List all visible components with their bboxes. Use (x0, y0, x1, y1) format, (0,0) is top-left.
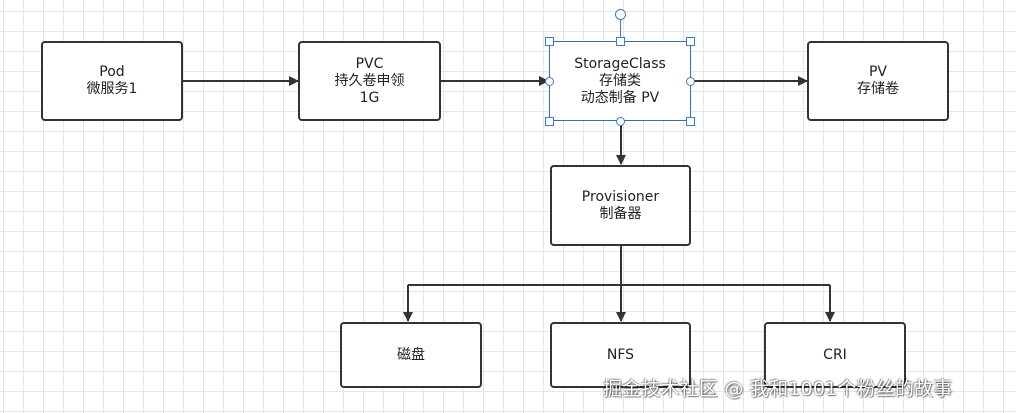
resize-handle-bottom-right[interactable] (686, 117, 695, 126)
node-pod[interactable]: Pod 微服务1 (41, 41, 183, 121)
node-storageclass-line-3: 动态制备 PV (580, 89, 660, 106)
node-provisioner[interactable]: Provisioner 制备器 (550, 165, 691, 246)
watermark-text: 掘金技术社区 @ 我和1001个粉丝的故事 (603, 378, 953, 400)
node-provisioner-line-1: Provisioner (581, 188, 660, 205)
node-pvc[interactable]: PVC 持久卷申领 1G (298, 41, 441, 121)
node-storageclass-line-1: StorageClass (574, 55, 666, 72)
node-storageclass-line-2: 存储类 (599, 72, 641, 89)
resize-handle-top-left[interactable] (545, 37, 554, 46)
node-pvc-line-1: PVC (355, 55, 384, 72)
connect-handle-right[interactable] (686, 77, 695, 86)
connect-handle-bottom[interactable] (616, 117, 625, 126)
node-storageclass[interactable]: StorageClass 存储类 动态制备 PV (549, 41, 691, 121)
rotation-handle[interactable] (615, 9, 626, 20)
node-cri-line-1: CRI (823, 346, 847, 363)
node-nfs[interactable]: NFS (550, 322, 691, 388)
node-disk-line-1: 磁盘 (397, 346, 425, 363)
node-pv[interactable]: PV 存储卷 (807, 41, 949, 121)
resize-handle-top-right[interactable] (686, 37, 695, 46)
node-pv-line-2: 存储卷 (857, 81, 899, 97)
node-disk[interactable]: 磁盘 (340, 322, 482, 388)
node-pvc-line-3: 1G (359, 89, 380, 106)
resize-handle-bottom-left[interactable] (545, 117, 554, 126)
node-provisioner-line-2: 制备器 (599, 205, 642, 222)
resize-handle-top[interactable] (616, 37, 625, 46)
node-pvc-line-2: 持久卷申领 (334, 72, 405, 89)
node-pod-line-1: Pod (99, 64, 125, 80)
rotation-handle-stem (620, 20, 621, 41)
node-pod-line-2: 微服务1 (86, 81, 138, 97)
node-cri[interactable]: CRI (764, 322, 906, 388)
connect-handle-left[interactable] (545, 77, 554, 86)
node-pv-line-1: PV (868, 64, 888, 80)
node-nfs-line-1: NFS (606, 346, 635, 363)
